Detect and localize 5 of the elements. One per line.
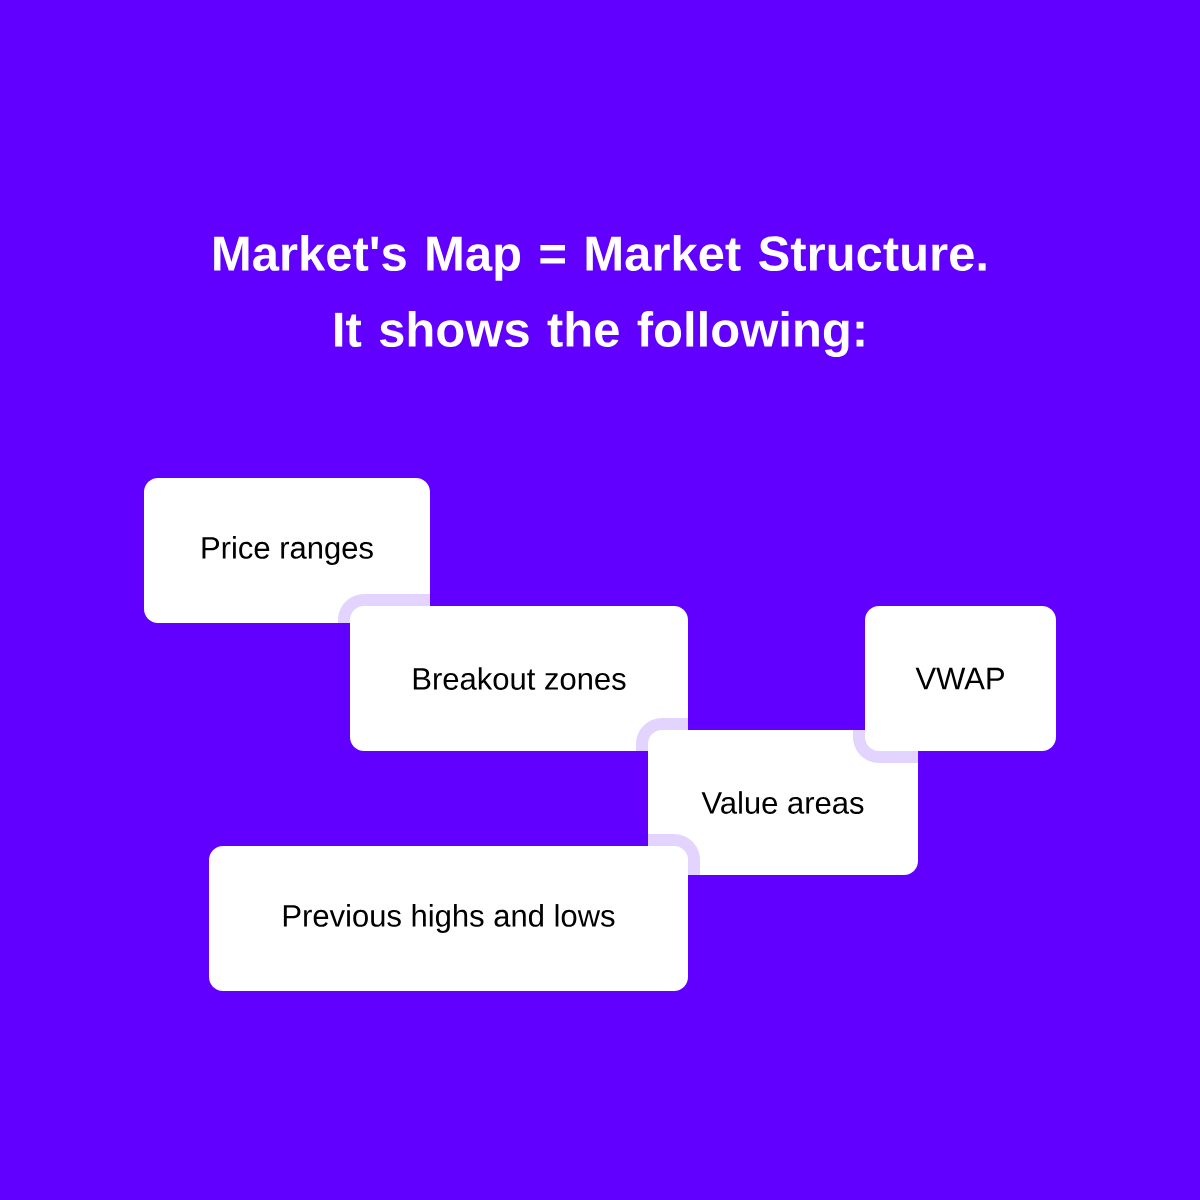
text-box: Price ranges: [144, 478, 430, 623]
text-box: Previous highs and lows: [209, 846, 688, 991]
text-box: VWAP: [865, 606, 1056, 751]
title: Market's Map = Market Structure. It shows the following:: [214, 235, 986, 357]
text-box: Breakout zones: [350, 606, 688, 751]
